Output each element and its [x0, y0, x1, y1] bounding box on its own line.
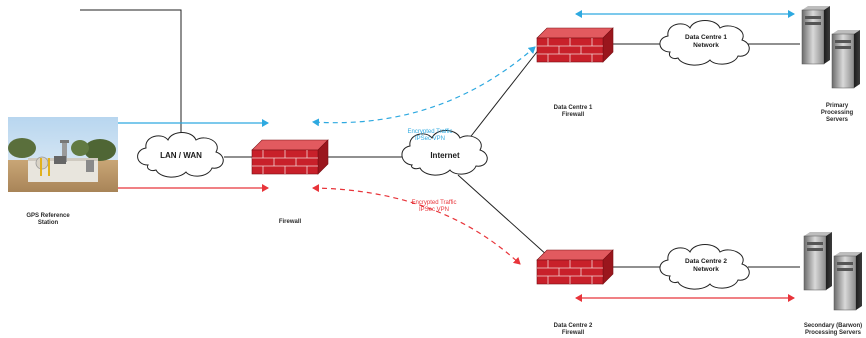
- dc1-network-label-line1: Data Centre 1: [685, 34, 727, 41]
- dc2-network-cloud: [659, 244, 750, 290]
- dc2-firewall-caption-line1: Data Centre 2: [553, 323, 593, 329]
- gps-station-caption-line1: GPS Reference: [26, 213, 70, 219]
- dc1-firewall-caption-line2: Firewall: [561, 112, 585, 118]
- main-firewall: [251, 139, 329, 175]
- vpn-dc1-label-line2: IPSec VPN: [414, 136, 445, 142]
- dc1-firewall: [536, 27, 614, 63]
- primary-servers-caption-line3: Servers: [825, 117, 849, 123]
- vpn-dc2-label: Encrypted Traffic IPSec VPN: [396, 200, 472, 214]
- gps-station-caption-line2: Station: [37, 220, 59, 226]
- line-top-to-lan: [80, 9, 182, 145]
- firewall-caption: Firewall: [278, 219, 302, 225]
- secondary-servers-caption-line2: Processing Servers: [804, 330, 862, 336]
- secondary-servers-icon: [803, 232, 862, 311]
- primary-servers-caption-line2: Processing: [820, 110, 854, 116]
- internet-cloud: [401, 130, 488, 176]
- dc1-network-label: Data Centre 1 Network: [664, 34, 748, 50]
- secondary-servers-caption-line1: Secondary (Barwon): [803, 323, 863, 329]
- dc1-network-cloud: [659, 20, 750, 66]
- dc2-firewall: [536, 249, 614, 285]
- blue-dashed-vpn-arrow: [312, 46, 536, 127]
- vpn-dc1-label: Encrypted Traffic IPSec VPN: [392, 129, 468, 143]
- vpn-dc1-label-line1: Encrypted Traffic: [407, 129, 453, 135]
- internet-label: Internet: [430, 151, 460, 160]
- secondary-servers-caption: Secondary (Barwon) Processing Servers: [800, 323, 866, 337]
- primary-servers-caption: Primary Processing Servers: [808, 103, 866, 124]
- primary-servers-icon: [801, 6, 860, 89]
- traffic-arrows: [118, 10, 795, 302]
- red-dashed-vpn-arrow: [312, 184, 521, 265]
- dc2-firewall-caption: Data Centre 2 Firewall: [538, 323, 608, 337]
- vpn-dc2-label-line2: IPSec VPN: [418, 207, 449, 213]
- primary-servers-caption-line1: Primary: [825, 103, 849, 109]
- lan-wan-cloud: [137, 132, 224, 178]
- dc1-network-label-line2: Network: [693, 42, 719, 49]
- dc2-network-label-line2: Network: [693, 266, 719, 273]
- dc2-firewall-caption-line2: Firewall: [561, 330, 585, 336]
- dc1-firewall-caption-line1: Data Centre 1: [553, 105, 593, 111]
- gps-station-photo: [8, 117, 118, 192]
- gps-station-caption: GPS Reference Station: [8, 213, 88, 227]
- vpn-dc2-label-line1: Encrypted Traffic: [411, 200, 457, 206]
- lan-wan-label: LAN / WAN: [160, 151, 202, 160]
- line-internet-to-dc2-firewall: [457, 174, 549, 257]
- dc2-network-label-line1: Data Centre 2: [685, 258, 727, 265]
- dc2-network-label: Data Centre 2 Network: [664, 258, 748, 274]
- dc1-firewall-caption: Data Centre 1 Firewall: [538, 105, 608, 119]
- line-internet-to-dc1-firewall: [467, 47, 541, 141]
